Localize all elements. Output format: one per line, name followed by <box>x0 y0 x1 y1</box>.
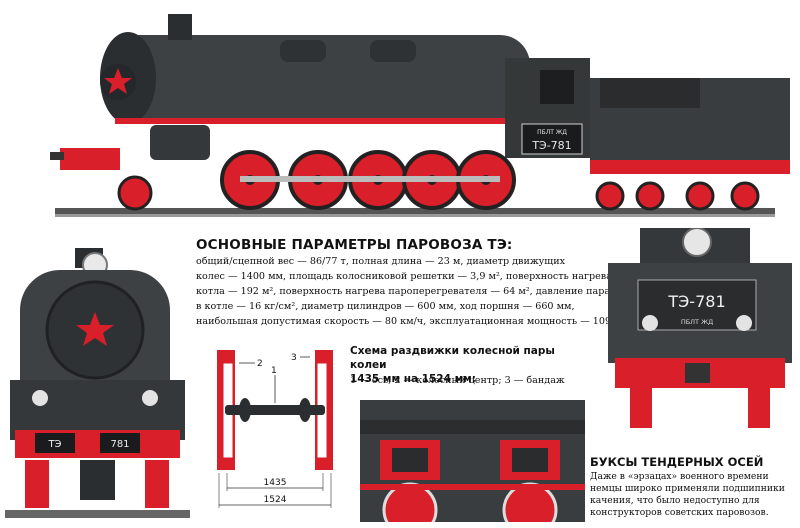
scheme-title-line2: 1435 мм на 1524 мм: <box>350 373 476 385</box>
axle-boxes-title: БУКСЫ ТЕНДЕРНЫХ ОСЕЙ <box>590 455 764 469</box>
locomotive-side-view: ПБЛТ ЖД ТЭ-781 <box>50 14 790 217</box>
scheme-title: Схема раздвижки колесной пары колеи 1435… <box>350 344 590 386</box>
cab-number-plate <box>521 123 583 155</box>
label-2: 2 <box>257 359 263 369</box>
tender-plate-number: ТЭ-781 <box>667 292 725 311</box>
scheme-legend: 1 — ось; 2 — колесный центр; 3 — бандаж <box>350 375 565 386</box>
tender-axle-boxes-view <box>360 400 585 522</box>
red-star-icon <box>104 68 132 94</box>
params-body: общий/сцепной вес — 86/77 т, полная длин… <box>196 254 638 329</box>
params-line: колес — 1400 мм, площадь колосниковой ре… <box>196 271 612 282</box>
front-plate-left <box>35 433 75 453</box>
params-title: ОСНОВНЫЕ ПАРАМЕТРЫ ПАРОВОЗА ТЭ: <box>196 237 513 253</box>
leading-wheel <box>117 175 153 211</box>
params-line: общий/сцепной вес — 86/77 т, полная длин… <box>196 256 566 267</box>
tender-rear-view: ТЭ-781 ПБЛТ ЖД <box>608 228 792 428</box>
tender-plate-small: ПБЛТ ЖД <box>681 318 713 326</box>
front-plate-right-text: 781 <box>110 439 129 450</box>
params-line: в котле — 16 кг/см², диаметр цилиндров —… <box>196 301 575 312</box>
rail <box>55 208 775 214</box>
boiler <box>110 35 530 120</box>
tender-lamp <box>682 228 712 257</box>
locomotive-front-view: ТЭ 781 <box>5 248 190 518</box>
tender-wheels <box>595 181 760 211</box>
cab-plate-line1: ПБЛТ ЖД <box>537 129 567 136</box>
dim-1435: 1435 <box>264 478 287 488</box>
cylinder <box>150 125 210 160</box>
driving-wheels <box>220 150 516 210</box>
cab-plate-number: ТЭ-781 <box>531 139 571 152</box>
front-plate-left-text: ТЭ <box>47 439 61 450</box>
front-plate-right <box>100 433 140 453</box>
label-3: 3 <box>291 353 297 363</box>
params-line: наибольшая допустимая скорость — 80 км/ч… <box>196 316 638 327</box>
params-line: котла — 192 м², поверхность нагрева паро… <box>196 286 611 297</box>
axle-boxes-text: Даже в «эрзацах» военного времени немцы … <box>590 471 785 518</box>
label-1: 1 <box>271 366 277 376</box>
wheelset-scheme: 2 3 1 1435 1524 <box>217 350 333 508</box>
dim-1524: 1524 <box>264 495 287 505</box>
chimney <box>168 14 192 40</box>
front-buffer-beam <box>60 148 120 170</box>
scheme-title-line1: Схема раздвижки колесной пары колеи <box>350 345 555 371</box>
front-red-star-icon <box>76 312 114 346</box>
